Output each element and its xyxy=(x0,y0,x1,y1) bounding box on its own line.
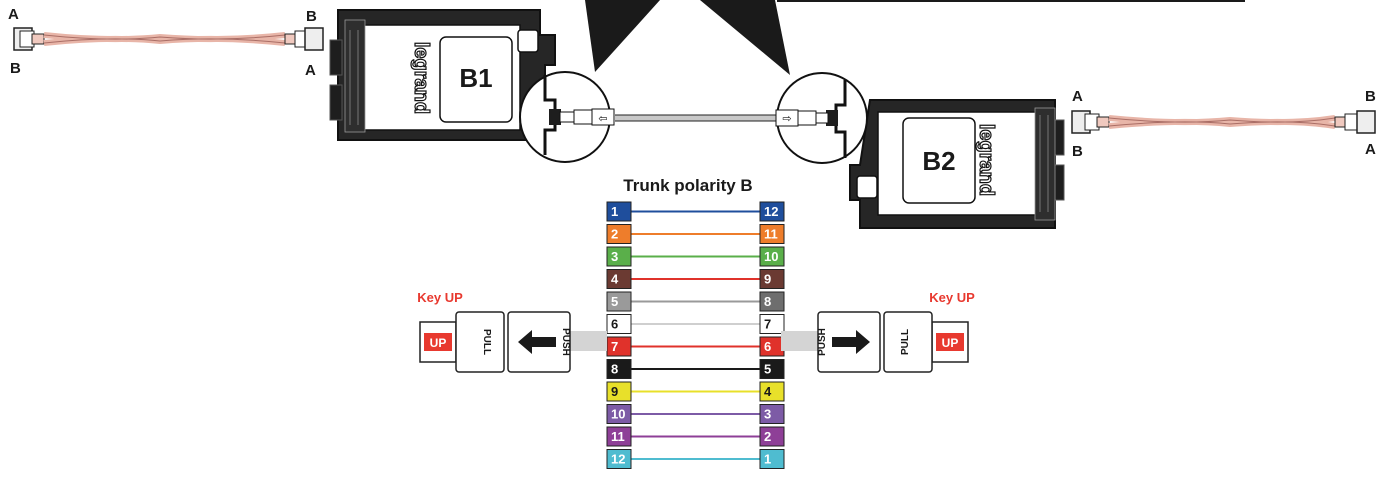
fiber-left-box xyxy=(606,224,632,244)
fiber-right-box xyxy=(759,224,785,244)
fiber-right-number: 5 xyxy=(764,362,771,377)
fiber-right-number: 1 xyxy=(764,452,771,467)
fiber-left-number: 7 xyxy=(611,339,618,354)
diagram-title: Trunk polarity B xyxy=(623,176,752,195)
pull-label-left: PULL xyxy=(481,329,492,355)
fiber-right-box xyxy=(759,314,785,334)
fiber-right-number: 6 xyxy=(764,339,771,354)
fiber-right-box xyxy=(759,381,785,402)
cassette-b1 xyxy=(329,9,556,141)
up-marker-right: UP xyxy=(942,336,959,350)
magnifier-left: ⇦ xyxy=(519,71,615,163)
fiber-right-number: 3 xyxy=(764,407,771,422)
mpo-connector-right xyxy=(781,311,969,373)
patch-left-top-left: A xyxy=(8,6,19,23)
fiber-right-number: 10 xyxy=(764,249,778,264)
patch-left-bottom-right: A xyxy=(305,62,316,79)
fiber-right-number: 4 xyxy=(764,384,772,399)
fiber-right-box xyxy=(759,359,785,379)
fiber-left-box xyxy=(606,246,632,267)
fiber-left-box xyxy=(606,359,632,379)
fiber-left-number: 9 xyxy=(611,384,618,399)
fiber-left-number: 5 xyxy=(611,294,618,309)
fiber-right-number: 9 xyxy=(764,272,771,287)
push-label-left: PUSH xyxy=(560,328,571,356)
fiber-right-box xyxy=(759,201,785,222)
magnifier-right: ⇨ xyxy=(775,72,868,164)
push-label-right: PUSH xyxy=(817,328,828,356)
patch-right-top-left: A xyxy=(1072,88,1083,105)
fiber-left-box xyxy=(606,314,632,334)
cassette-b1-label: B1 xyxy=(459,63,492,93)
svg-text:⇦: ⇦ xyxy=(598,112,607,125)
cassette-b2-brand: legrand xyxy=(975,124,997,196)
up-marker-left: UP xyxy=(430,336,447,350)
svg-text:⇨: ⇨ xyxy=(782,112,791,125)
arrow-right-icon xyxy=(832,330,870,354)
patch-right-top-right: B xyxy=(1365,88,1376,105)
fiber-right-number: 7 xyxy=(764,317,771,332)
fiber-left-box xyxy=(606,404,632,424)
callout-shape xyxy=(585,0,1245,75)
fiber-right-number: 8 xyxy=(764,294,771,309)
fiber-left-number: 3 xyxy=(611,249,618,264)
fiber-left-box xyxy=(606,291,632,312)
fiber-left-number: 4 xyxy=(611,272,619,287)
fiber-left-number: 10 xyxy=(611,407,625,422)
arrow-left-icon xyxy=(518,330,556,354)
fiber-left-number: 11 xyxy=(611,429,625,444)
patch-cord-right xyxy=(1071,110,1376,134)
patch-right-bottom-left: B xyxy=(1072,143,1083,160)
fiber-left-box xyxy=(606,201,632,222)
fiber-left-number: 6 xyxy=(611,317,618,332)
patch-left-top-right: B xyxy=(306,8,317,25)
fiber-left-box xyxy=(606,269,632,289)
patch-left-bottom-left: B xyxy=(10,60,21,77)
fiber-right-number: 12 xyxy=(764,204,778,219)
fiber-right-number: 11 xyxy=(764,227,778,242)
fiber-right-box xyxy=(759,246,785,267)
fiber-left-box xyxy=(606,426,632,447)
fiber-left-number: 8 xyxy=(611,362,618,377)
fiber-left-box xyxy=(606,449,632,469)
fiber-right-box xyxy=(759,426,785,447)
fiber-right-box xyxy=(759,404,785,424)
fiber-right-box xyxy=(759,269,785,289)
cassette-b2-label: B2 xyxy=(922,146,955,176)
fiber-left-number: 1 xyxy=(611,204,618,219)
mpo-connector-left xyxy=(419,311,607,373)
fiber-left-number: 2 xyxy=(611,227,618,242)
fiber-right-box xyxy=(759,449,785,469)
patch-cord-left xyxy=(13,27,324,51)
key-up-label-right: Key UP xyxy=(929,290,975,305)
cassette-b2 xyxy=(849,99,1065,229)
fiber-left-number: 12 xyxy=(611,452,625,467)
cassette-b1-brand: legrand xyxy=(410,42,432,114)
patch-right-bottom-right: A xyxy=(1365,141,1376,158)
pull-label-right: PULL xyxy=(900,329,911,355)
fiber-right-box xyxy=(759,291,785,312)
fiber-right-number: 2 xyxy=(764,429,771,444)
key-up-label-left: Key UP xyxy=(417,290,463,305)
fiber-left-box xyxy=(606,381,632,402)
